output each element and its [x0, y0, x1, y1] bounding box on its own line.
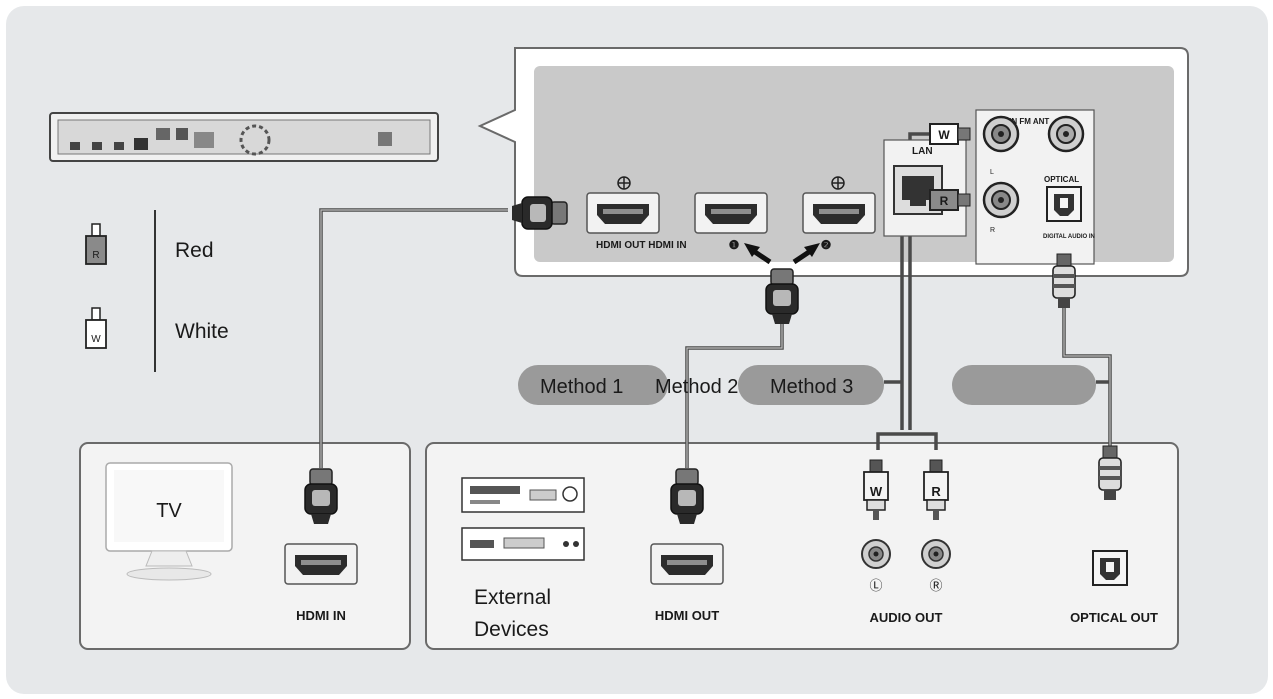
player-rear-thumbnail [49, 112, 439, 162]
white-plug-icon: W [85, 307, 107, 349]
aux-plug-r-letter: R [940, 194, 949, 208]
audio-plug-r-letter: R [931, 484, 941, 499]
aux-plug-w: W [929, 123, 971, 145]
audio-out-l-label: Ⓛ [869, 578, 882, 593]
arrow-to-port1-icon [744, 243, 772, 265]
tv-hdmi-in-label: HDMI IN [296, 608, 346, 623]
hdmi-in-2-label: ❷ [821, 238, 832, 252]
hdmi-in-1-port [694, 192, 768, 234]
devices-box [425, 442, 1179, 650]
tv-hdmi-in-port [284, 543, 358, 585]
audio-plug-w: W [863, 459, 889, 521]
lan-port [893, 165, 943, 215]
external-devices-line1: External [474, 586, 551, 609]
fm-ant-jack [1047, 115, 1085, 153]
receiver-icon [461, 527, 585, 561]
aux-r-label: R [990, 227, 995, 234]
aux-r-jack [982, 181, 1020, 219]
aux-l-jack [982, 115, 1020, 153]
method4-pill [952, 365, 1096, 405]
optical-out-port [1092, 550, 1128, 586]
hdmi-in-1-label: ❶ [729, 238, 740, 252]
cable-highlights [320, 209, 1111, 468]
tv-label: TV [156, 500, 182, 522]
audio-out-r-label: Ⓡ [929, 578, 942, 593]
optical-label: OPTICAL [1044, 175, 1079, 184]
aux-plug-w-letter: W [938, 128, 950, 142]
digital-audio-in-port [1046, 186, 1082, 222]
audio-out-l-jack [861, 539, 891, 569]
white-plug-letter: W [91, 334, 101, 345]
method1-label: Method 1 [540, 376, 623, 398]
hdmi-out-in-label: HDMI OUT HDMI IN [596, 240, 687, 251]
cable-audio-split [876, 432, 938, 450]
arrow-to-port2-icon [792, 243, 820, 265]
lan-label: LAN [912, 146, 933, 157]
aux-plug-r: R [929, 189, 971, 211]
external-devices-line2: Devices [474, 618, 549, 641]
method1-pill [518, 365, 668, 405]
method2-label: Method 2 [655, 376, 738, 398]
red-label: Red [175, 239, 214, 262]
white-label: White [175, 320, 229, 343]
aux-l-label: L [990, 169, 994, 176]
red-plug-icon: R [85, 223, 107, 265]
audio-out-r-jack [921, 539, 951, 569]
audio-plug-w-letter: W [870, 484, 883, 499]
device-hdmi-out-port [650, 543, 724, 585]
audio-plug-r: R [923, 459, 949, 521]
dvd-player-icon [461, 477, 585, 513]
hdmi-in-2-port [802, 192, 876, 234]
digital-audio-in-label: DIGITAL AUDIO IN [1043, 234, 1095, 240]
device-hdmi-out-label: HDMI OUT [655, 608, 719, 623]
legend: R W Red White [85, 210, 229, 372]
aux-in-fm-ant-label: AUX IN FM ANT [990, 117, 1049, 126]
red-plug-letter: R [92, 250, 99, 261]
method3-pill [738, 365, 884, 405]
cable-audio-w [908, 132, 930, 430]
method3-label: Method 3 [770, 376, 853, 398]
tv-icon [105, 462, 233, 581]
hdmi-out-port [586, 192, 660, 234]
audio-out-label: AUDIO OUT [870, 610, 943, 625]
optical-out-label: OPTICAL OUT [1070, 610, 1158, 625]
